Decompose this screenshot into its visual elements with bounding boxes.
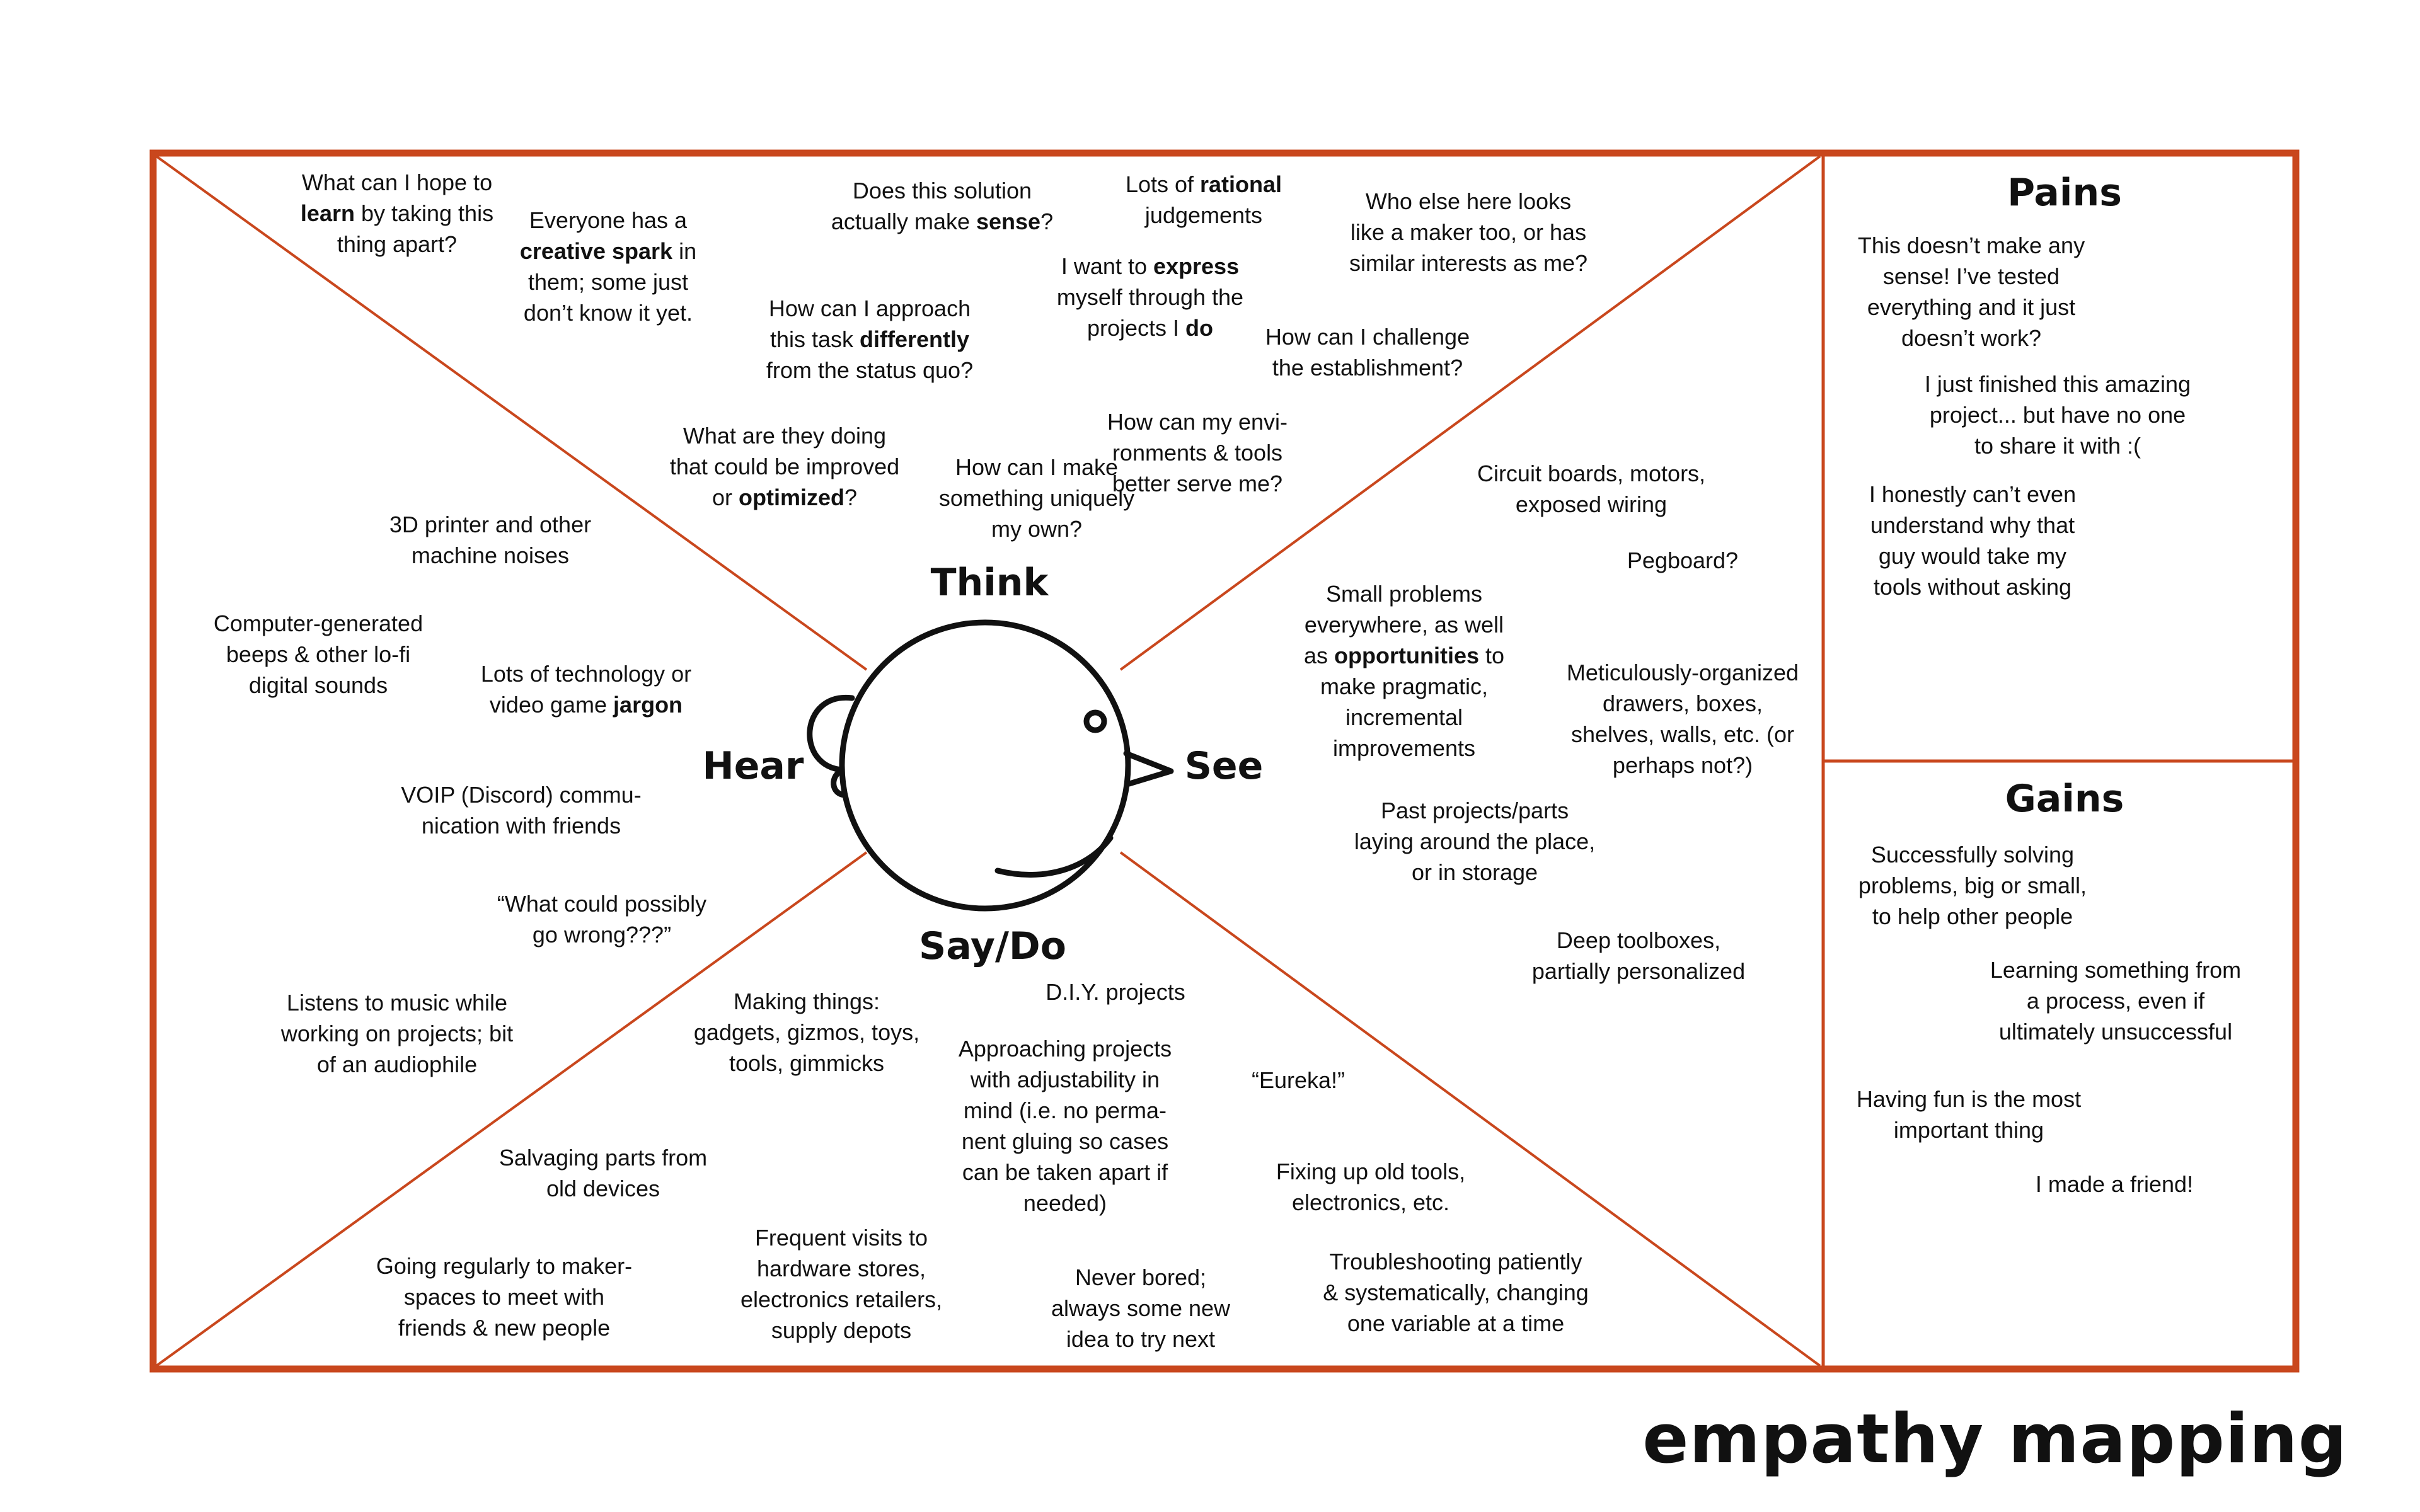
face-circle (839, 619, 1131, 912)
say-do-note: “Eureka!” (1251, 1067, 1345, 1093)
say-do-note: Making things:gadgets, gizmos, toys,tool… (693, 988, 920, 1076)
see-label: See (1184, 744, 1264, 788)
nose-icon (1123, 750, 1174, 787)
see-note: Deep toolboxes,partially personalized (1531, 927, 1746, 984)
page-title: empathy mapping (1642, 1400, 2348, 1479)
diagonal-top-right (1119, 155, 1821, 671)
mouth-icon (994, 835, 1114, 878)
hear-label: Hear (702, 744, 804, 788)
say-do-note: Fixing up old tools,electronics, etc. (1276, 1159, 1466, 1215)
ear-icon (807, 695, 855, 773)
hear-note: VOIP (Discord) commu-nication with frien… (401, 782, 642, 839)
say-do-note: D.I.Y. projects (1046, 979, 1185, 1005)
gains-note: I made a friend! (2035, 1171, 2194, 1197)
diagonal-bottom-left (155, 851, 868, 1367)
diagonal-bottom-right (1119, 851, 1821, 1367)
pains-title: Pains (2007, 171, 2122, 215)
see-note: Circuit boards, motors,exposed wiring (1477, 461, 1706, 517)
say-do-note: Going regularly to maker-spaces to meet … (376, 1253, 633, 1341)
diagonal-top-left (155, 155, 868, 671)
think-label: Think (930, 561, 1049, 605)
say-do-note: Troubleshooting patiently& systematicall… (1323, 1249, 1589, 1336)
eye-icon (1083, 709, 1107, 733)
say-do-label: Say/Do (919, 924, 1066, 968)
see-note: Pegboard? (1627, 547, 1739, 573)
head-icon (807, 619, 1174, 912)
gains-title: Gains (2005, 777, 2124, 821)
